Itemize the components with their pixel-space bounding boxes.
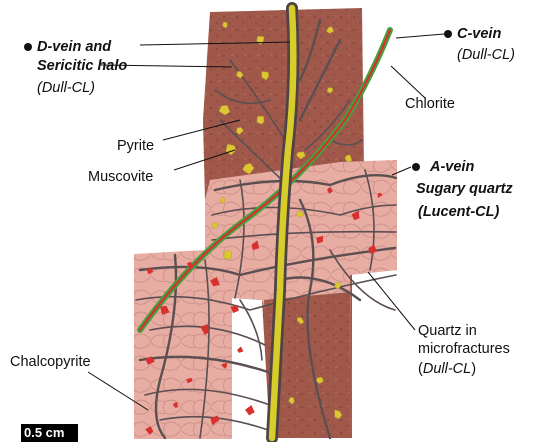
chalcopyrite-grain [237, 347, 243, 353]
a-vein-cl-label: (Lucent-CL) [418, 203, 499, 221]
a-vein-bullet [412, 163, 420, 171]
c-vein-label: C-vein [457, 25, 501, 43]
quartz-cl-italic: Dull-CL [423, 361, 471, 377]
scale-bar-label: 0.5 cm [24, 424, 64, 442]
d-vein-cl-label: (Dull-CL) [37, 79, 95, 97]
chlorite-label: Chlorite [405, 95, 455, 113]
sugary-quartz-label: Sugary quartz [416, 180, 513, 198]
sericitic-halo-label: Sericitic halo [37, 57, 127, 75]
quartz-cl-label: (Dull-CL) [418, 360, 476, 378]
d-vein-label: D-vein and [37, 38, 111, 56]
muscovite-label: Muscovite [88, 168, 153, 186]
pyrite-grain [224, 251, 232, 260]
leader-line [396, 34, 444, 38]
d-vein-bullet [24, 43, 32, 51]
a-vein-label: A-vein [430, 158, 474, 176]
chalcopyrite-label: Chalcopyrite [10, 353, 91, 371]
leader-line [391, 66, 425, 98]
quartz-microfractures-label-2: microfractures [418, 340, 510, 358]
pyrite-label: Pyrite [117, 137, 154, 155]
c-vein-cl-label: (Dull-CL) [457, 46, 515, 64]
quartz-microfractures-label-1: Quartz in [418, 322, 477, 340]
chalcopyrite-grain [245, 405, 255, 415]
quartz-cl-close: ) [471, 361, 476, 377]
c-vein-bullet [444, 30, 452, 38]
